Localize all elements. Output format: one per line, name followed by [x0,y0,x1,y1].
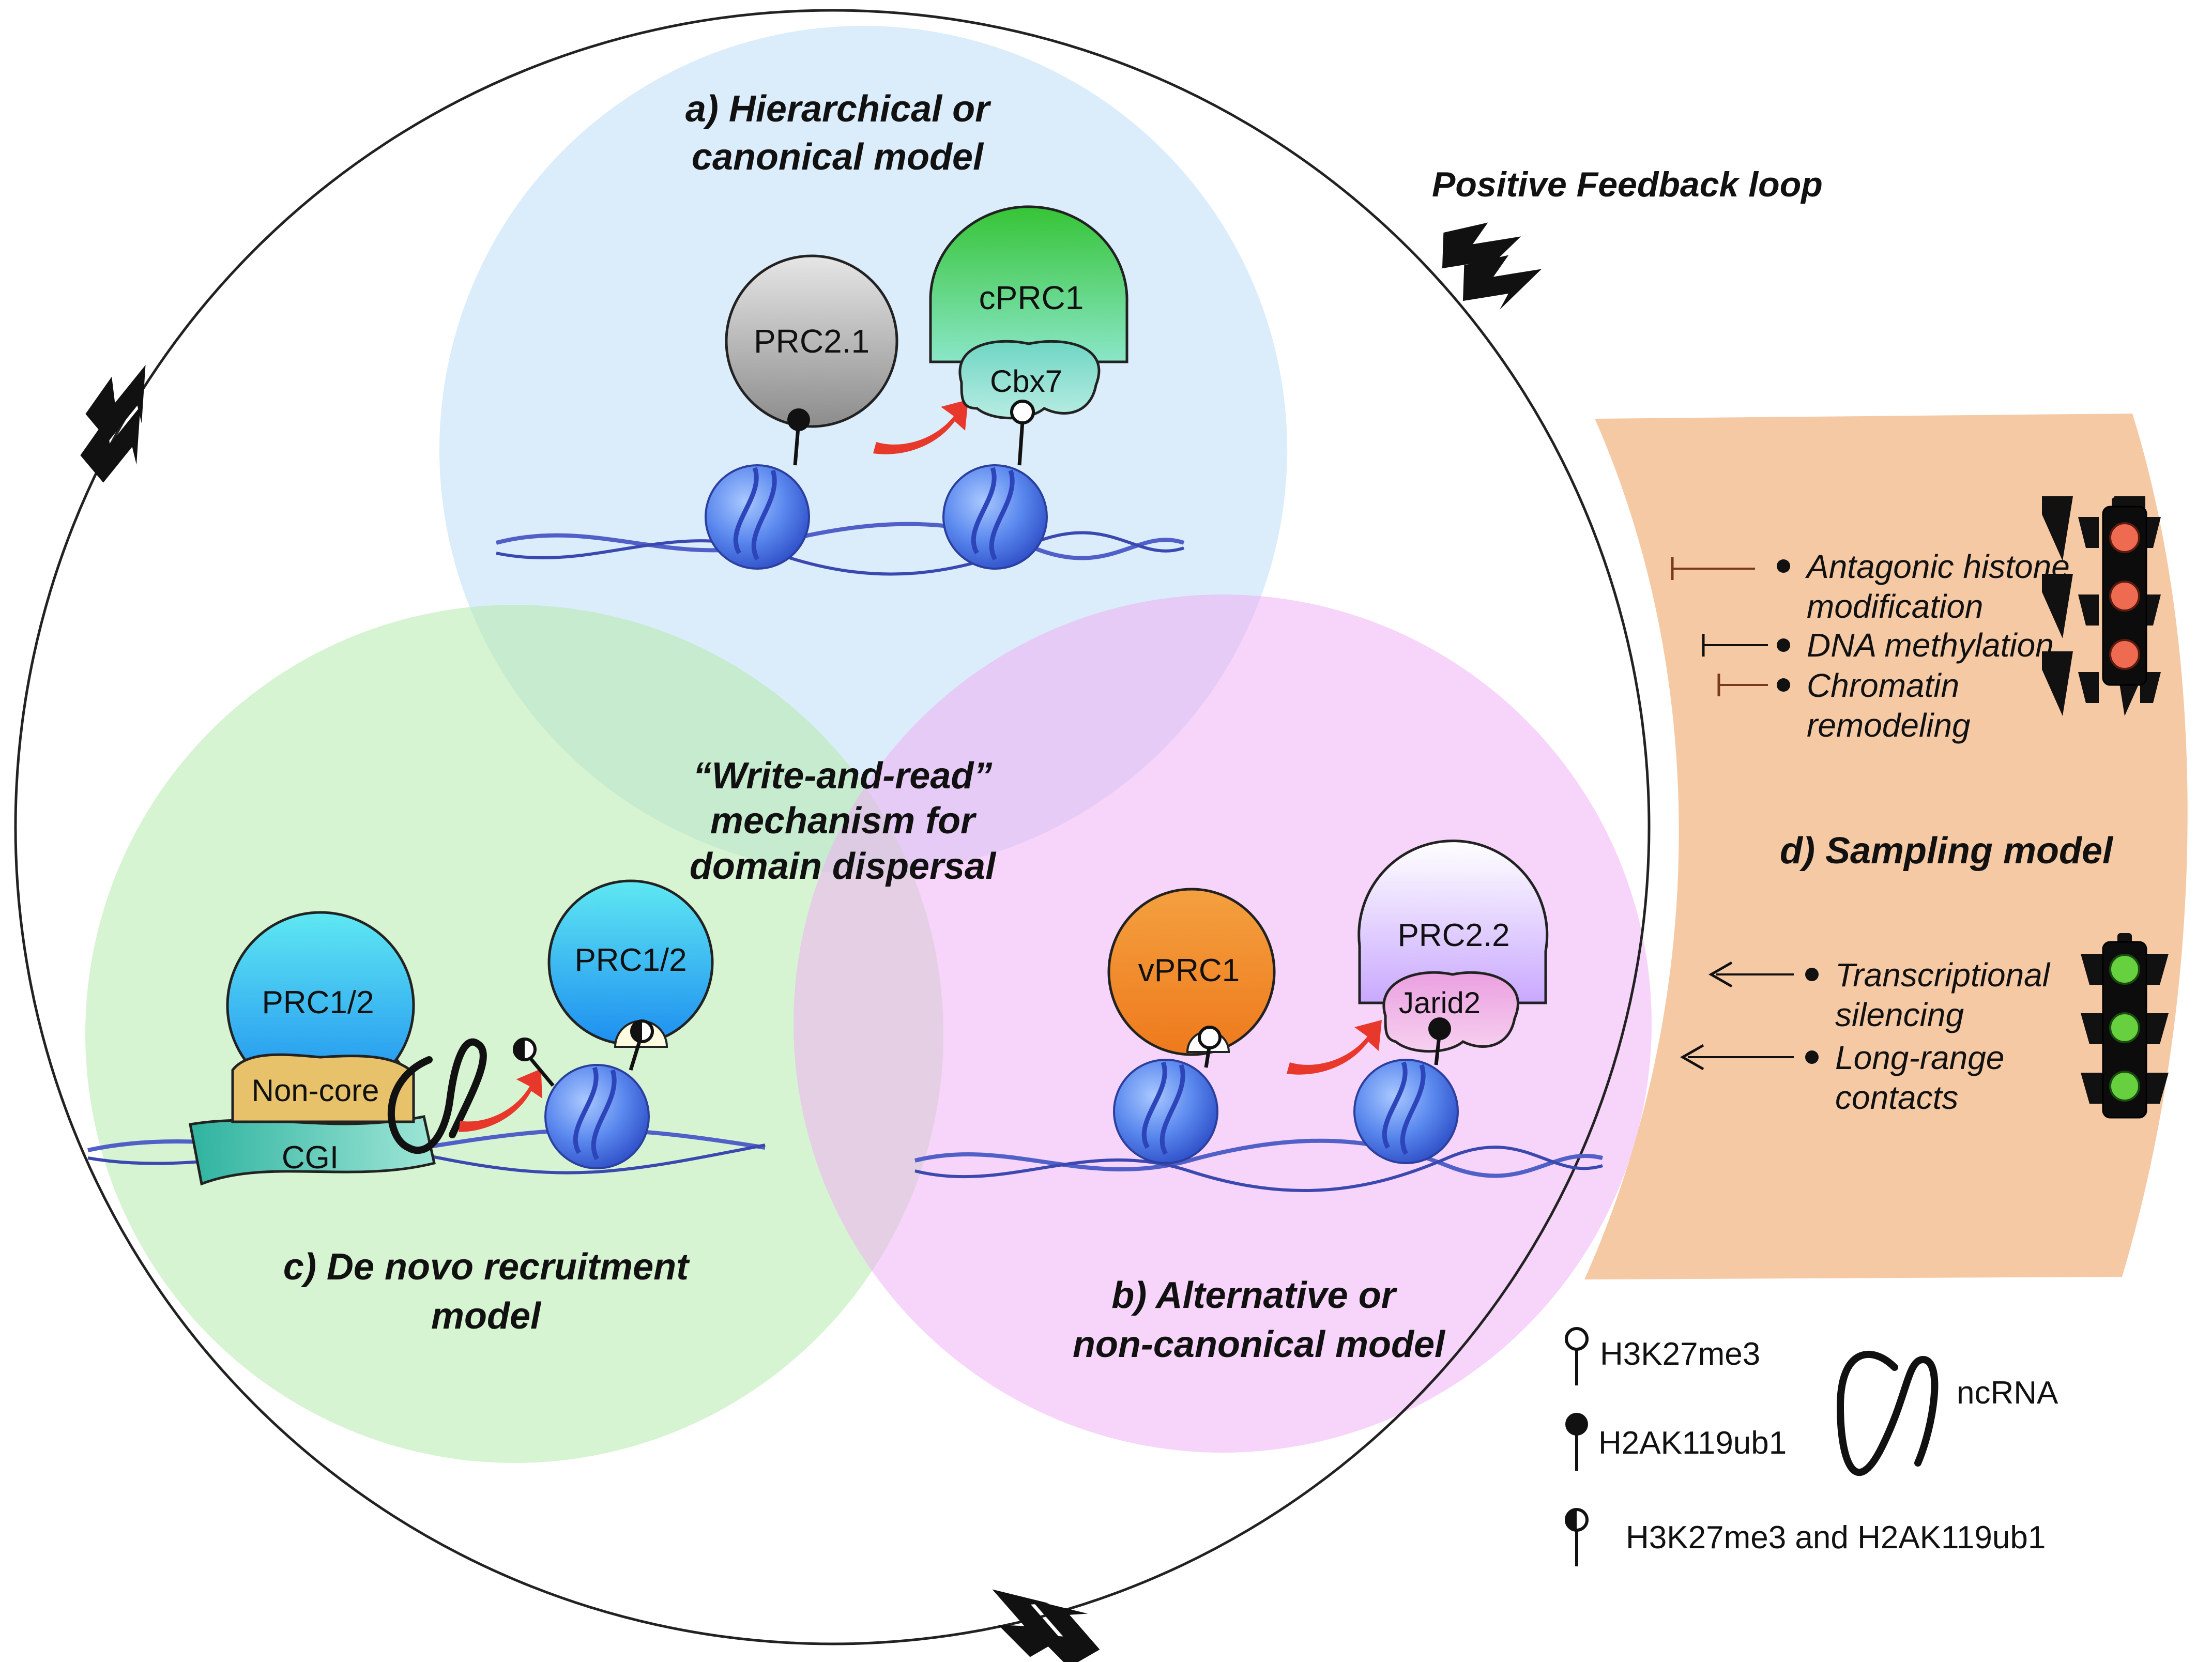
non-core-label: Non-core [252,1073,379,1108]
legend-h2ak119ub1: H2AK119ub1 [1598,1425,1787,1461]
non-core-subunit [231,1053,415,1123]
nucleosome-icon [545,1065,649,1168]
cbx7-subunit [958,340,1101,420]
center-text-line1: “Write-and-read” [693,755,993,797]
prc1-2-left-label: PRC1/2 [262,985,374,1020]
prc2-1-complex [725,254,898,428]
dna-strand [914,1146,1603,1192]
inhibitor-list: Antagonic histone modification DNA methy… [1671,548,2070,744]
promoter-2-line1: Long-range [1835,1039,2004,1076]
promoter-1-line1: Transcriptional [1835,956,2051,994]
inhibitor-3-line1: Chromatin [1807,667,1959,704]
h2ak119ub1-legend-icon [1565,1413,1588,1436]
vprc1-label: vPRC1 [1138,953,1240,988]
cprc1-complex [929,205,1128,363]
center-text-line2: mechanism for [710,800,977,842]
nucleosome-icon [1354,1060,1458,1163]
h3k27me3-mark-icon [1010,400,1035,424]
ncrna-icon [388,1038,487,1154]
h2ak119ub1-mark-icon [787,408,810,431]
de-novo-model-title-line2: model [431,1295,542,1337]
h2ak119ub1-mark-icon [1428,1017,1451,1040]
hierarchical-model-title-line2: canonical model [692,136,984,178]
ncrna-legend-icon [1836,1350,1939,1476]
promoter-list: Transcriptional silencing Long-range con… [1680,956,2051,1116]
inhibitor-1-line1: Antagonic histone [1805,548,2070,585]
promoter-2-line2: contacts [1835,1079,1958,1116]
dna-strand [914,1138,1603,1178]
h3k27me3-legend-icon [1565,1327,1589,1351]
prc2-1-label: PRC2.1 [754,323,869,360]
legend-ncrna: ncRNA [1957,1375,2058,1411]
prc1-2-right-label: PRC1/2 [574,942,687,978]
prc2-2-complex [1357,840,1549,1004]
sampling-model-band [1584,414,2188,1279]
nucleosome-icon [943,465,1047,569]
cprc1-label: cPRC1 [979,279,1084,316]
feedback-loop-circle [14,9,1651,1645]
jarid2-subunit [1382,971,1519,1053]
prc2-2-label: PRC2.2 [1397,918,1509,953]
circle-de-novo-model [85,605,943,1463]
legend-h3k27me3: H3K27me3 [1600,1336,1760,1372]
hierarchical-model-title-line1: a) Hierarchical or [685,88,991,130]
dna-strand [496,531,1184,576]
traffic-light-top [2102,497,2147,686]
dna-strand [495,522,1185,560]
cbx7-label: Cbx7 [990,364,1062,399]
traffic-light-green-icon [2081,933,2169,1119]
legend: H3K27me3 H2AK119ub1 H3K27me3 and H2AK119… [1565,1327,2058,1566]
nucleosome-icon [706,465,809,569]
h3k27me3-mark-icon [1198,1026,1222,1049]
inhibitor-2-line1: DNA methylation [1807,627,2054,664]
inhibitor-1-line2: modification [1807,588,1984,625]
nucleosome-icon [1114,1060,1217,1163]
positive-feedback-label: Positive Feedback loop [1432,165,1823,204]
alternative-model-title-line2: non-canonical model [1073,1324,1446,1365]
center-text-line3: domain dispersal [690,846,997,887]
vprc1-complex [1107,888,1276,1056]
inhibitor-3-line2: remodeling [1807,707,1971,744]
alternative-model-title-line1: b) Alternative or [1111,1275,1397,1316]
de-novo-model-title-line1: c) De novo recruitment [283,1246,690,1288]
jarid2-label: Jarid2 [1399,986,1481,1020]
promoter-1-line2: silencing [1835,996,1964,1033]
sampling-model-title: d) Sampling model [1780,830,2114,872]
cgi-label: CGI [282,1140,339,1176]
legend-both: H3K27me3 and H2AK119ub1 [1626,1520,2046,1556]
